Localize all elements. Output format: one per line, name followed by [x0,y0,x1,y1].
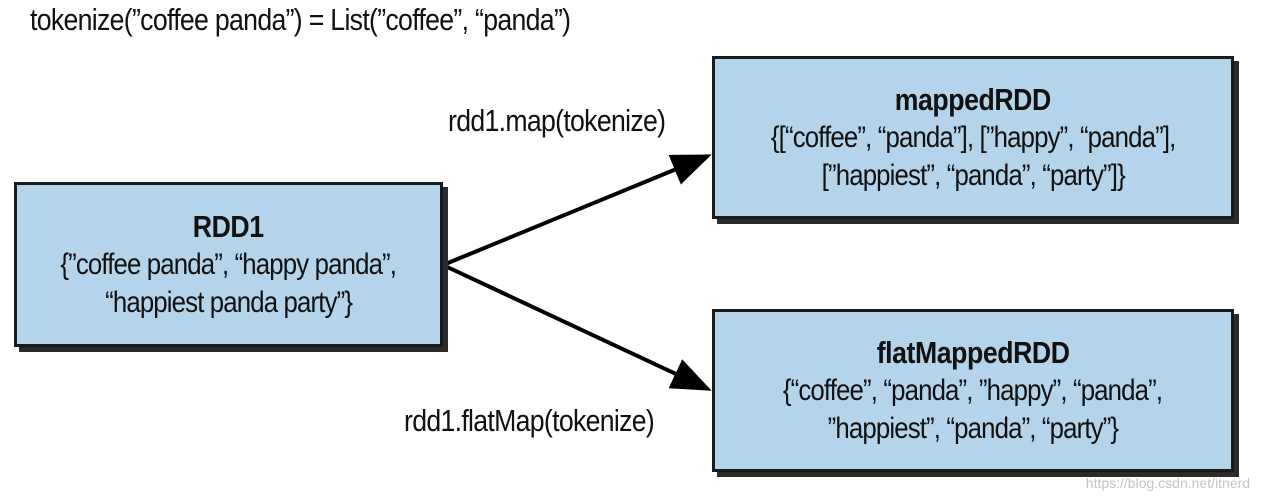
flat-mapped-rdd-content-line-1: {“coffee”, “panda”, ”happy”, “panda”, [783,373,1163,407]
flat-mapped-rdd-node: flatMappedRDD {“coffee”, “panda”, ”happy… [712,309,1234,472]
tokenize-caption: tokenize(”coffee panda”) = List(”coffee”… [30,2,571,37]
flat-mapped-rdd-content-line-2: ”happiest”, “panda”, “party”} [827,411,1119,445]
flatmap-edge-label: rdd1.flatMap(tokenize) [404,403,655,438]
mapped-rdd-title: mappedRDD [894,81,1052,117]
rdd1-content-line-2: “happiest panda party”} [104,285,353,319]
map-edge-label: rdd1.map(tokenize) [448,103,666,138]
watermark-url: https://blog.csdn.net/itnerd [1085,475,1250,491]
mapped-rdd-node: mappedRDD {[“coffee”, “panda”], [”happy”… [712,56,1234,219]
rdd1-content-line-1: {”coffee panda”, “happy panda”, [60,247,398,281]
map-arrow [442,154,712,267]
flatmap-arrow [442,263,712,391]
rdd1-node: RDD1 {”coffee panda”, “happy panda”, “ha… [14,182,443,347]
rdd1-title: RDD1 [193,208,264,244]
mapped-rdd-content-line-1: {[“coffee”, “panda”], [”happy”, “panda”]… [770,120,1176,154]
mapped-rdd-content-line-2: [”happiest”, “panda”, “party”]} [821,158,1125,192]
flat-mapped-rdd-title: flatMappedRDD [876,334,1070,370]
